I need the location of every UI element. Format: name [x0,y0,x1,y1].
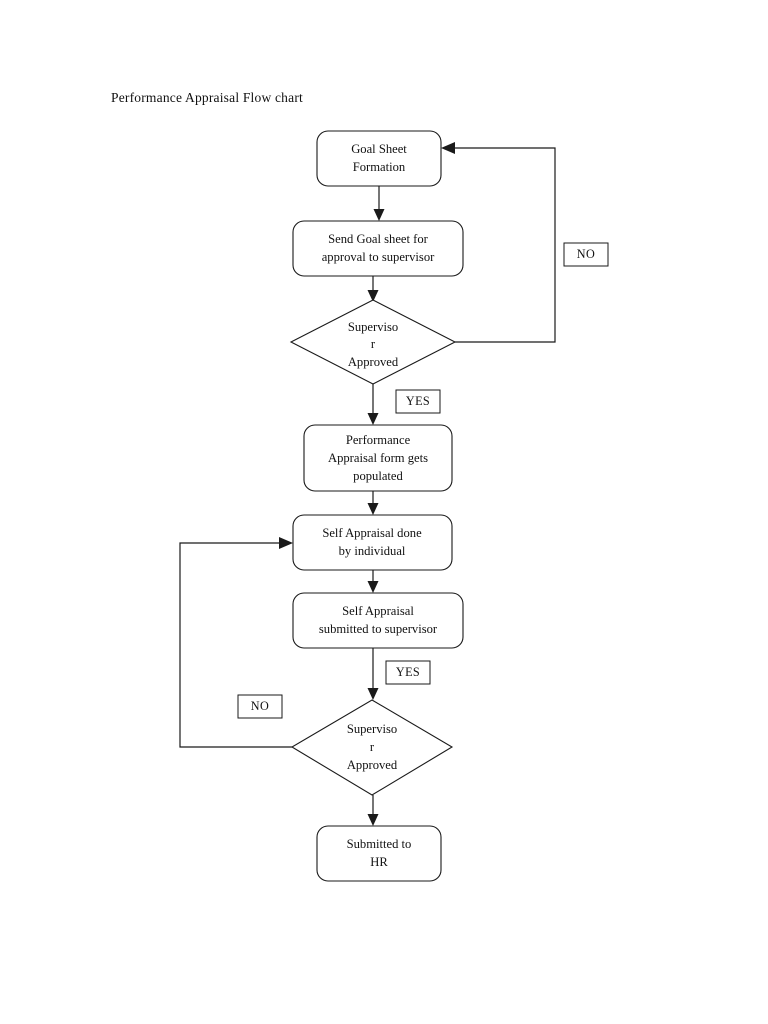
node-submitted-to-hr[interactable]: Submitted to HR [316,825,442,882]
node-appraisal-form-populated-shape [303,424,453,492]
node-supervisor-approved-1-shape [289,299,457,385]
node-appraisal-form-populated-line-3: populated [353,469,403,483]
edge-supervisor-approved-1-yes [367,384,379,425]
node-send-goal-sheet[interactable]: Send Goal sheet for approval to supervis… [292,220,464,277]
edge-label-yes-bottom: YES [385,660,431,685]
edge-label-no-bottom: NO [237,694,283,719]
node-self-appraisal-submitted-shape [292,592,464,649]
edge-label-no-top-box [563,242,609,267]
edge-label-no-bottom-text: NO [251,699,269,713]
node-self-appraisal-submitted-line-1: Self Appraisal [342,604,414,618]
node-supervisor-approved-1[interactable]: Superviso r Approved [289,299,457,385]
node-submitted-to-hr-shape [316,825,442,882]
node-supervisor-approved-1-line-2: r [371,337,376,351]
edge-label-no-top: NO [563,242,609,267]
node-goal-sheet-formation-line-2: Formation [353,160,406,174]
node-self-appraisal-done-shape [292,514,453,571]
node-supervisor-approved-1-line-3: Approved [348,355,399,369]
node-goal-sheet-formation[interactable]: Goal Sheet Formation [316,130,442,187]
edge-supervisor-approved-1-no-loop [441,142,556,343]
edge-label-yes-bottom-text: YES [396,665,420,679]
node-goal-sheet-formation-line-1: Goal Sheet [351,142,407,156]
edge-goal-sheet-formation-to-send-goal-sheet [373,186,385,221]
node-self-appraisal-done[interactable]: Self Appraisal done by individual [292,514,453,571]
edge-supervisor-approved-2-to-submitted-to-hr [367,795,379,826]
edge-label-yes-bottom-box [385,660,431,685]
node-send-goal-sheet-shape [292,220,464,277]
node-self-appraisal-submitted[interactable]: Self Appraisal submitted to supervisor [292,592,464,649]
edge-self-appraisal-submitted-to-supervisor-approved-2 [367,648,379,700]
edge-self-appraisal-done-to-submitted [367,570,379,593]
node-appraisal-form-populated[interactable]: Performance Appraisal form gets populate… [303,424,453,492]
node-goal-sheet-formation-shape [316,130,442,187]
edge-appraisal-form-to-self-appraisal-done [367,491,379,515]
node-supervisor-approved-1-line-1: Superviso [348,320,398,334]
page-title: Performance Appraisal Flow chart [111,90,303,105]
node-appraisal-form-populated-line-2: Appraisal form gets [328,451,428,465]
node-send-goal-sheet-line-2: approval to supervisor [322,250,435,264]
node-supervisor-approved-2-line-1: Superviso [347,722,397,736]
edge-label-no-top-text: NO [577,247,595,261]
edge-supervisor-approved-2-no-loop [179,537,293,748]
node-appraisal-form-populated-line-1: Performance [346,433,411,447]
edge-label-no-bottom-box [237,694,283,719]
node-supervisor-approved-2-line-3: Approved [347,758,398,772]
node-self-appraisal-submitted-line-2: submitted to supervisor [319,622,438,636]
edge-send-goal-sheet-to-supervisor-approved-1 [367,276,379,302]
edge-label-yes-top-text: YES [406,394,430,408]
node-submitted-to-hr-line-1: Submitted to [347,837,412,851]
node-self-appraisal-done-line-1: Self Appraisal done [322,526,422,540]
node-submitted-to-hr-line-2: HR [370,855,388,869]
edge-label-yes-top: YES [395,389,441,414]
node-self-appraisal-done-line-2: by individual [339,544,406,558]
node-supervisor-approved-2-line-2: r [370,740,375,754]
node-send-goal-sheet-line-1: Send Goal sheet for [328,232,428,246]
node-supervisor-approved-2-shape [290,699,454,796]
edge-label-yes-top-box [395,389,441,414]
node-supervisor-approved-2[interactable]: Superviso r Approved [290,699,454,796]
